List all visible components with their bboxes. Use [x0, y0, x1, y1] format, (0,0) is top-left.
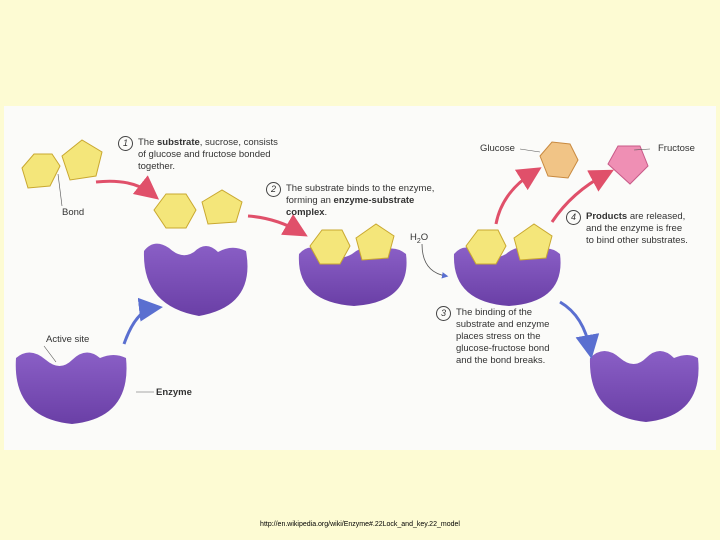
arrow-release-fructose	[550, 169, 614, 223]
step-4-number: 4	[566, 210, 581, 225]
bound-substrate-3	[465, 223, 553, 265]
arrow-binding	[247, 214, 308, 237]
bond-label: Bond	[62, 207, 85, 218]
step-3-number: 3	[436, 306, 451, 321]
bound-substrate-2	[309, 223, 395, 265]
water-label: H2O	[410, 232, 429, 245]
step-3-text: The binding of the substrate and enzyme …	[456, 307, 550, 366]
arrow-water	[421, 243, 449, 279]
enzyme-diagram: Bond Active site Enzyme Glucose Fructose…	[4, 106, 716, 450]
fructose-molecule	[607, 145, 649, 185]
glucose-molecule	[539, 141, 579, 179]
enzyme-shape-free-right	[589, 351, 699, 422]
fructose-label: Fructose	[658, 143, 695, 154]
step-4-text: Products are released, and the enzyme is…	[586, 211, 688, 246]
active-site-label: Active site	[46, 334, 90, 345]
enzyme-label: Enzyme	[156, 387, 192, 398]
arrow-substrate-to-enzyme	[95, 175, 160, 200]
substrate-molecule	[21, 139, 103, 189]
enzyme-shape-2	[298, 247, 407, 306]
step-2-number: 2	[266, 182, 281, 197]
arrow-release-glucose	[494, 167, 542, 225]
source-url: http://en.wikipedia.org/wiki/Enzyme#.22L…	[260, 521, 460, 528]
arrow-enzyme-to-binding	[122, 297, 163, 345]
glucose-label: Glucose	[480, 143, 515, 154]
arrow-enzyme-freed	[559, 300, 600, 359]
enzyme-shape-free-left	[15, 352, 127, 424]
step-2-text: The substrate binds to the enzyme, formi…	[286, 183, 435, 218]
step-1-number: 1	[118, 136, 133, 151]
step-1-text: The substrate, sucrose, consists of gluc…	[138, 137, 278, 172]
substrate-approaching	[153, 189, 243, 229]
diagram-graphics	[15, 139, 699, 424]
enzyme-shape-1	[143, 243, 248, 316]
bond-pointer	[57, 173, 63, 207]
